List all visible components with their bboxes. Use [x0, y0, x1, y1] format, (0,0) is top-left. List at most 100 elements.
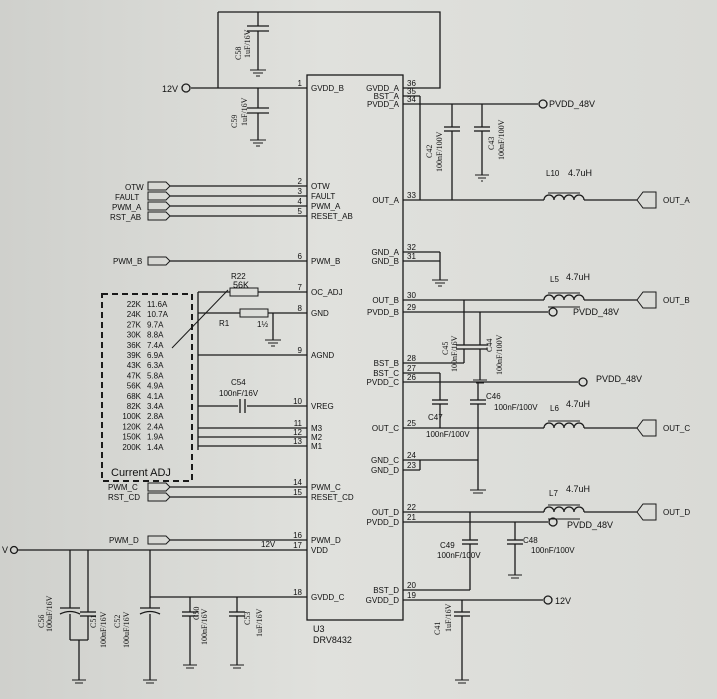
c44-ref: C44	[485, 339, 494, 352]
pwm-b-label: PWM_B	[113, 257, 142, 266]
adj-current: 4.9A	[147, 382, 164, 391]
c47-val: 100nF/100V	[426, 430, 470, 439]
right-pin-number: 28	[407, 354, 416, 363]
pwm-c-port	[147, 482, 171, 492]
pvdd-b-label: PVDD_48V	[573, 307, 619, 317]
out-b-label: OUT_B	[663, 296, 690, 305]
adj-resistance: 43K	[127, 361, 142, 370]
right-pin-number: 32	[407, 243, 416, 252]
out-a-label: OUT_A	[663, 196, 690, 205]
c49-val: 100nF/100V	[437, 551, 481, 560]
v12-left-terminal	[181, 83, 191, 93]
c46-ref: C46	[486, 392, 501, 401]
adj-current: 1.4A	[147, 443, 164, 452]
right-pin-number: 21	[407, 513, 416, 522]
l5-coil	[543, 294, 585, 301]
left-pin-name: M1	[311, 442, 323, 451]
adj-resistance: 82K	[127, 402, 142, 411]
pvdd-d-label: PVDD_48V	[567, 520, 613, 530]
left-pin-number: 16	[293, 531, 302, 540]
adj-current: 2.4A	[147, 422, 164, 431]
adj-current: 6.3A	[147, 361, 164, 370]
left-pin-number: 18	[293, 588, 302, 597]
right-pin-name: GND_A	[371, 248, 399, 257]
c43-val: 100nF/100V	[497, 119, 506, 160]
left-pin-number: 5	[298, 207, 303, 216]
right-pin-number: 26	[407, 373, 416, 382]
v12-left-label: 12V	[162, 84, 178, 94]
vdd-section: V 12V C56 100uF/16V C51 100nF/16V C52 10…	[2, 540, 307, 684]
c54-ref: C54	[231, 378, 246, 387]
right-pin-number: 22	[407, 503, 416, 512]
adj-resistance: 100K	[122, 412, 141, 421]
v12-vdd-label: 12V	[261, 540, 276, 549]
left-pin-number: 6	[298, 252, 303, 261]
left-pin-name: GND	[311, 309, 329, 318]
pwm-d-label: PWM_D	[109, 536, 139, 545]
left-pin-number: 8	[298, 304, 303, 313]
adj-current: 11.6A	[147, 300, 168, 309]
l10-ref: L10	[546, 169, 560, 178]
out-b-port	[636, 291, 657, 309]
left-pin-number: 17	[293, 541, 302, 550]
pwm-a-label: PWM_A	[112, 203, 142, 212]
right-pin-name: GND_D	[371, 466, 399, 475]
adj-resistance: 24K	[127, 310, 142, 319]
out-c-port	[636, 419, 657, 437]
left-pin-name: RESET_CD	[311, 493, 354, 502]
right-pin-number: 20	[407, 581, 416, 590]
c49-ref: C49	[440, 541, 455, 550]
pvdd-a-label: PVDD_48V	[549, 99, 595, 109]
adj-resistance: 22K	[127, 300, 142, 309]
right-pin-name: BST_B	[374, 359, 399, 368]
out-c-label: OUT_C	[663, 424, 690, 433]
c53-ref: C53	[243, 612, 252, 625]
pvdd-a-terminal	[538, 99, 548, 109]
right-pin-name: GVDD_D	[366, 596, 400, 605]
c51-val: 100nF/16V	[99, 611, 108, 648]
out-a-port	[636, 191, 657, 209]
right-pin-name: BST_D	[373, 586, 399, 595]
left-pin-number: 15	[293, 488, 302, 497]
c47-ref: C47	[428, 413, 443, 422]
l7-coil	[543, 506, 585, 513]
rst-ab-port	[147, 211, 171, 221]
c43-ref: C43	[487, 137, 496, 150]
fault-port	[147, 191, 171, 201]
adj-current: 4.1A	[147, 392, 164, 401]
c59-val: 1uF/16V	[240, 97, 249, 126]
right-pin-number: 35	[407, 87, 416, 96]
right-pin-name: PVDD_C	[367, 378, 400, 387]
left-input-ports: OTW FAULT PWM_A RST_AB PWM_B PWM_C RST_C…	[108, 181, 307, 545]
r1-body	[239, 308, 269, 318]
adj-current: 1.9A	[147, 433, 164, 442]
c52-ref: C52	[113, 615, 122, 628]
c44-val: 100nF/100V	[495, 334, 504, 375]
adj-current: 3.4A	[147, 402, 164, 411]
gvdd-b-section: C58 1uF/16V 12V C59 1uF/16V	[162, 11, 441, 147]
right-pin-name: PVDD_D	[367, 518, 400, 527]
v12-right-label: 12V	[555, 596, 571, 606]
c58-ref: C58	[234, 47, 243, 60]
channel-b: L5 4.7uH OUT_B PVDD_48V C45 100nF/16V C4…	[403, 272, 690, 384]
rst-ab-label: RST_AB	[110, 213, 141, 222]
left-pin-number: 12	[293, 428, 302, 437]
right-pin-number: 31	[407, 252, 416, 261]
left-pin-number: 1	[298, 79, 303, 88]
left-pin-name: OTW	[311, 182, 330, 191]
c42-val: 100nF/100V	[435, 131, 444, 172]
left-pin-number: 2	[298, 177, 303, 186]
gnd-ab	[403, 251, 448, 287]
l6-ref: L6	[550, 404, 559, 413]
r1-val: 1½	[257, 320, 268, 329]
l7-val: 4.7uH	[566, 484, 590, 494]
l5-val: 4.7uH	[566, 272, 590, 282]
chip-ref: U3	[313, 624, 325, 634]
l6-val: 4.7uH	[566, 399, 590, 409]
l6-coil	[543, 422, 585, 429]
channel-d: L7 4.7uH OUT_D PVDD_48V C49 100nF/100V C…	[403, 484, 690, 684]
c50-val: 100nF/16V	[200, 608, 209, 645]
left-pin-number: 10	[293, 397, 302, 406]
